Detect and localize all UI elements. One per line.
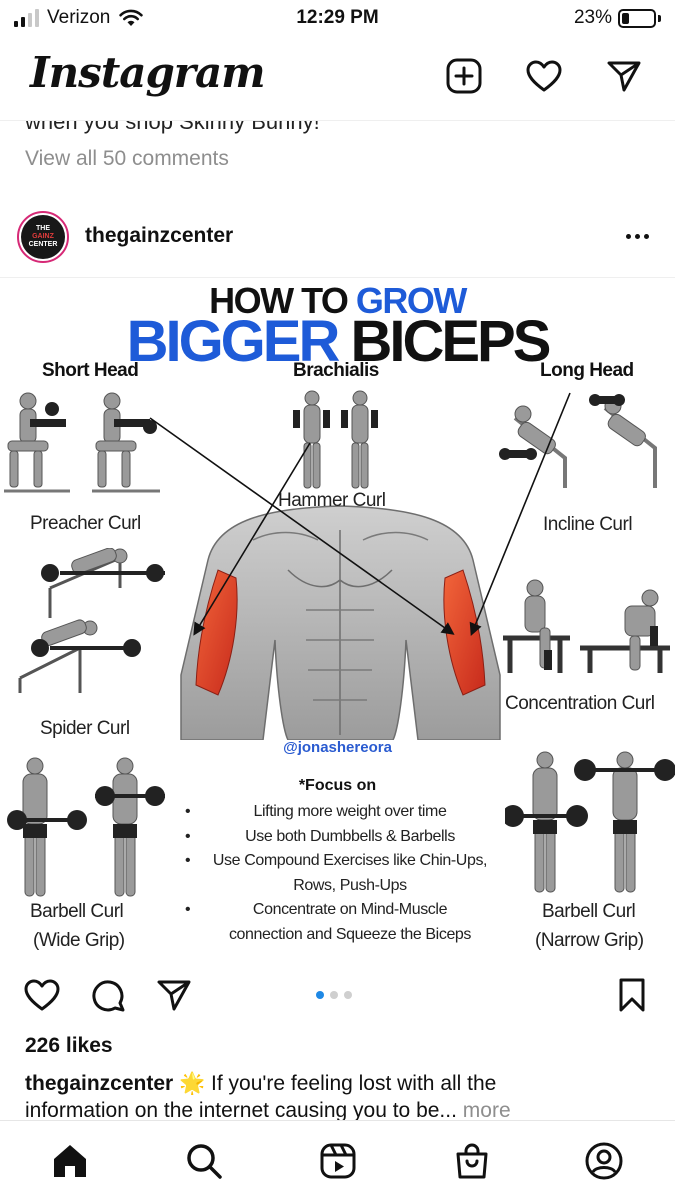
new-post-icon[interactable] <box>444 56 484 96</box>
muscle-arrows <box>149 392 571 636</box>
avatar[interactable]: THE GAINZ CENTER <box>17 211 69 263</box>
post-image[interactable]: HOW TO GROW BIGGER BICEPS Short Head Bra… <box>0 278 675 963</box>
wifi-icon <box>119 9 144 26</box>
carousel-dot <box>316 991 324 999</box>
tips-list: •Lifting more weight over time •Use both… <box>185 800 515 947</box>
image-title-line2: BIGGER BICEPS <box>126 309 552 374</box>
caption-text-line2: information on the internet causing you … <box>25 1099 463 1122</box>
carousel-indicator <box>316 991 352 999</box>
label-spider-curl: Spider Curl <box>40 718 130 739</box>
search-icon[interactable] <box>182 1139 226 1183</box>
shop-icon[interactable] <box>450 1139 494 1183</box>
share-icon[interactable] <box>154 975 194 1015</box>
carousel-dot <box>344 991 352 999</box>
image-title-line1: HOW TO GROW <box>209 280 467 321</box>
post-username[interactable]: thegainzcenter <box>85 224 234 247</box>
like-heart-icon[interactable] <box>22 975 62 1015</box>
tip-item: •Use both Dumbbells & Barbells <box>185 827 455 845</box>
label-narrow-grip: (Narrow Grip) <box>535 930 644 951</box>
tip-item-continued: connection and Squeeze the Biceps <box>228 925 472 943</box>
avatar-logo: THE GAINZ CENTER <box>21 215 65 259</box>
label-wide-grip: (Wide Grip) <box>33 930 125 951</box>
label-barbell-curl-narrow: Barbell Curl <box>542 901 636 922</box>
bottom-nav <box>0 1120 675 1200</box>
status-time: 12:29 PM <box>296 7 379 28</box>
battery-percent: 23% <box>573 7 612 28</box>
label-incline-curl: Incline Curl <box>543 514 633 535</box>
carrier-name: Verizon <box>47 7 111 28</box>
direct-message-icon[interactable] <box>604 56 644 96</box>
focus-title: *Focus on <box>298 777 377 794</box>
biceps-anatomy-figure <box>178 500 503 740</box>
bookmark-icon[interactable] <box>612 975 652 1015</box>
reels-icon[interactable] <box>316 1139 360 1183</box>
instagram-logo[interactable]: Instagram <box>30 48 266 97</box>
tip-item: •Lifting more weight over time <box>185 803 447 820</box>
tip-item-continued: Rows, Push-Ups <box>293 876 407 894</box>
incline-curl-figure <box>499 394 657 488</box>
status-left: Verizon <box>14 7 144 29</box>
caption-username[interactable]: thegainzcenter <box>25 1072 174 1095</box>
barbell-curl-narrow-figure <box>505 751 675 893</box>
concentration-curl-figure <box>500 579 670 673</box>
star-emoji: 🌟 <box>179 1072 206 1095</box>
likes-count[interactable]: 226 likes <box>25 1034 113 1057</box>
status-bar: Verizon 12:29 PM 23% <box>0 0 675 38</box>
label-brachialis: Brachialis <box>293 360 379 381</box>
app-header: Instagram <box>0 38 675 120</box>
carousel-dot <box>330 991 338 999</box>
hammer-curl-figure <box>293 390 378 489</box>
home-icon[interactable] <box>48 1139 92 1183</box>
spider-curl-figure <box>18 548 165 693</box>
label-long-head: Long Head <box>540 360 634 381</box>
view-comments-link[interactable]: View all 50 comments <box>25 147 229 170</box>
label-preacher-curl: Preacher Curl <box>30 513 141 534</box>
previous-caption: when you shop Skinny Bunny! <box>25 120 320 134</box>
preacher-curl-figure <box>4 392 160 493</box>
profile-icon[interactable] <box>582 1139 626 1183</box>
comment-icon[interactable] <box>88 975 128 1015</box>
previous-post-tail: when you shop Skinny Bunny! View all 50 … <box>0 120 675 200</box>
signal-icon <box>14 9 39 27</box>
caption-text-line1: If you're feeling lost with all the <box>205 1072 497 1095</box>
image-handle: @jonashereora <box>283 739 392 756</box>
post-caption: thegainzcenter 🌟 If you're feeling lost … <box>25 1070 655 1124</box>
barbell-curl-wide-figure <box>7 757 165 897</box>
caption-more-link[interactable]: more <box>462 1099 511 1122</box>
battery-icon <box>618 8 656 28</box>
tip-item: •Concentrate on Mind-Muscle <box>185 901 448 918</box>
label-short-head: Short Head <box>42 360 139 381</box>
heart-icon[interactable] <box>524 56 564 96</box>
label-concentration-curl: Concentration Curl <box>505 693 655 714</box>
status-right: 23% <box>574 7 661 29</box>
more-options-icon[interactable] <box>621 220 653 252</box>
post-header: THE GAINZ CENTER thegainzcenter <box>0 200 675 278</box>
tip-item: •Use Compound Exercises like Chin-Ups, <box>185 852 488 869</box>
post-actions <box>0 963 675 1025</box>
label-hammer-curl: Hammer Curl <box>278 490 386 511</box>
label-barbell-curl-wide: Barbell Curl <box>30 901 124 922</box>
